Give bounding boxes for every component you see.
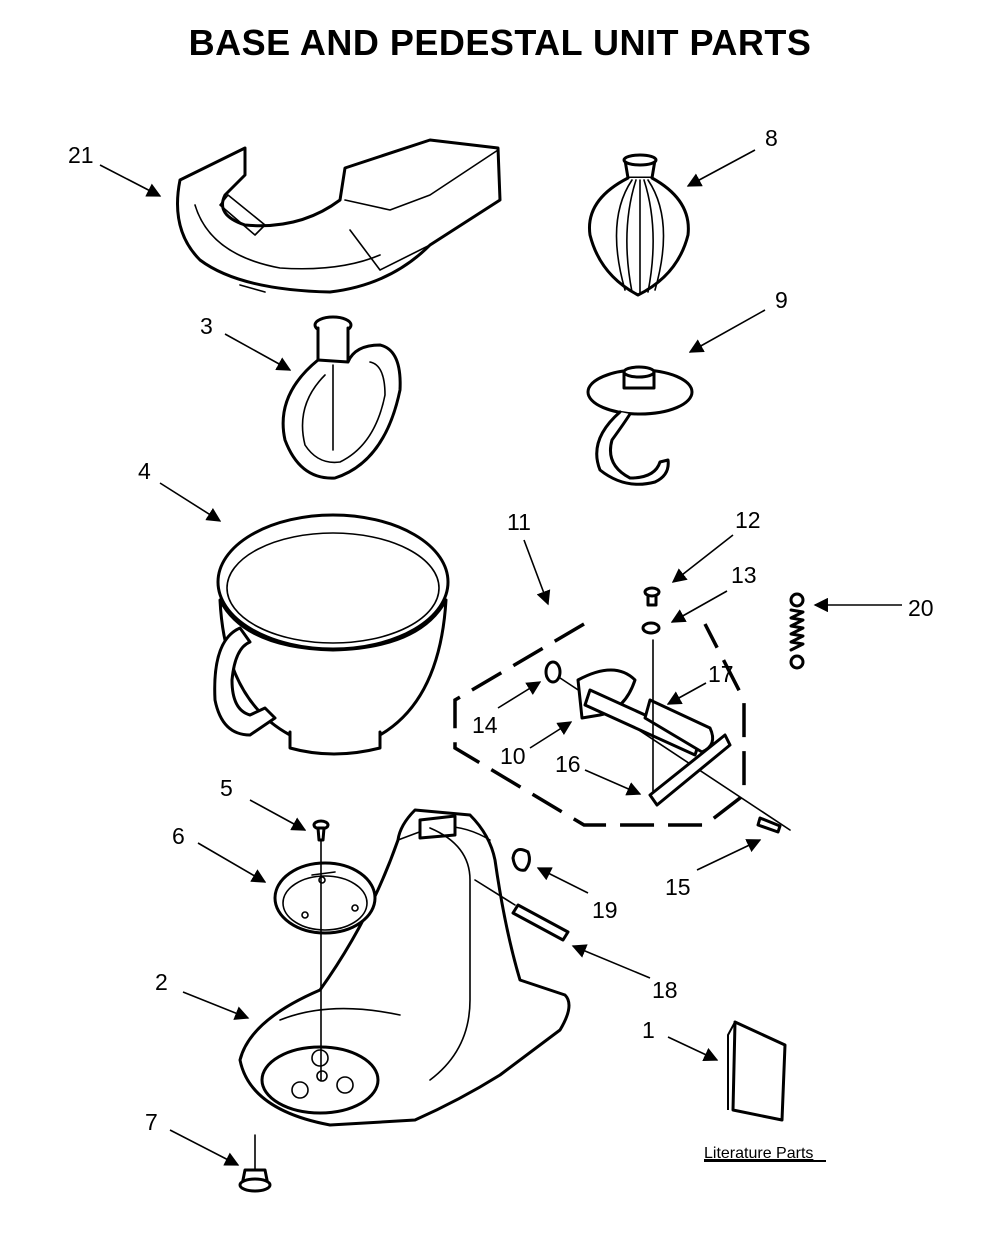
literature-parts-label[interactable]: Literature Parts <box>704 1145 813 1162</box>
callout-8: 8 <box>765 125 778 151</box>
dough-hook-part <box>586 365 694 486</box>
arrow-15 <box>696 839 762 871</box>
callout-18: 18 <box>652 977 678 1003</box>
callout-16: 16 <box>555 751 581 777</box>
callout-12: 12 <box>735 507 761 533</box>
mixing-bowl-part <box>213 513 450 756</box>
arrow-1 <box>667 1036 719 1062</box>
arrow-12 <box>671 534 734 583</box>
hinge-assembly-group <box>453 586 791 834</box>
pedestal-base-part <box>238 808 571 1127</box>
arrow-6 <box>197 842 267 883</box>
arrow-10 <box>529 721 573 749</box>
arrow-5 <box>249 799 307 831</box>
spring-part <box>789 592 805 670</box>
arrow-9 <box>688 309 766 353</box>
clip-part <box>511 848 531 872</box>
wire-whip-part <box>587 153 690 297</box>
callout-11: 11 <box>507 509 531 535</box>
callout-21: 21 <box>68 142 94 168</box>
callout-15: 15 <box>665 874 691 900</box>
page-title: BASE AND PEDESTAL UNIT PARTS <box>188 22 812 63</box>
callout-19: 19 <box>592 897 618 923</box>
callout-13: 13 <box>731 562 757 588</box>
clamping-plate-part <box>273 861 377 935</box>
callout-17: 17 <box>708 661 734 687</box>
callout-9: 9 <box>775 287 788 313</box>
arrow-14 <box>497 681 542 709</box>
foot-part <box>238 1168 272 1193</box>
arrow-17 <box>666 682 707 705</box>
hinge-pin-part <box>511 903 570 942</box>
callout-3: 3 <box>200 313 213 339</box>
arrow-3 <box>224 333 292 371</box>
arrow-18 <box>571 944 651 979</box>
arrow-4 <box>159 482 222 522</box>
callout-6: 6 <box>172 823 185 849</box>
arrow-13 <box>670 590 728 623</box>
arrow-19 <box>536 867 589 894</box>
arrow-11 <box>523 539 551 606</box>
arrow-2 <box>182 991 250 1020</box>
flat-beater-part <box>281 315 402 480</box>
callout-10: 10 <box>500 743 526 769</box>
literature-part <box>727 1020 787 1122</box>
arrow-8 <box>686 149 756 187</box>
screw-part <box>312 819 330 842</box>
arrow-21 <box>99 164 162 197</box>
arrow-7 <box>169 1129 240 1166</box>
callout-2: 2 <box>155 969 168 995</box>
callout-20: 20 <box>908 595 934 621</box>
pouring-shield-part <box>176 138 502 294</box>
callout-1: 1 <box>642 1017 655 1043</box>
callout-7: 7 <box>145 1109 158 1135</box>
callout-4: 4 <box>138 458 151 484</box>
callout-14: 14 <box>472 712 498 738</box>
arrow-16 <box>584 769 642 796</box>
callout-5: 5 <box>220 775 233 801</box>
